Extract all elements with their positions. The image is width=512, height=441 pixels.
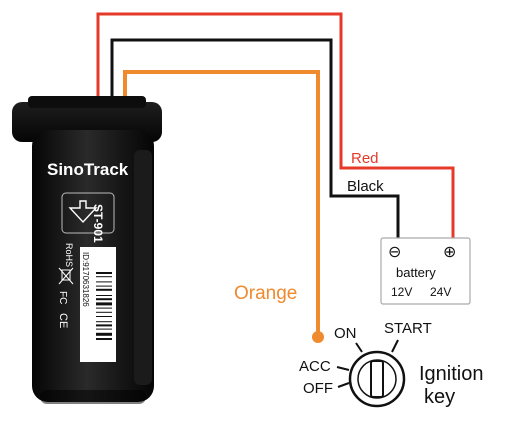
battery-voltage-12v: 12V <box>391 285 412 299</box>
vertical-label-group: ST-901 RoHS FC CE <box>57 204 105 328</box>
battery-negative-terminal: ⊖ <box>388 242 401 261</box>
ignition-key-title-line1: Ignition <box>419 363 484 385</box>
barcode-icon <box>96 272 112 340</box>
orange-wire-terminal <box>312 331 324 343</box>
barcode-stripe <box>96 281 112 283</box>
barcode-stripe <box>96 307 112 309</box>
barcode-stripe <box>96 285 112 287</box>
device-bottom-shadow <box>40 390 146 404</box>
barcode-stripe <box>96 332 112 336</box>
arrow-down-icon <box>68 200 98 224</box>
tick-on <box>355 342 363 353</box>
ignition-start-label: START <box>384 320 432 337</box>
red-wire-label: Red <box>351 150 379 167</box>
device-top-ridge <box>28 96 146 108</box>
battery: ⊖ ⊕ battery 12V 24V <box>380 237 471 305</box>
barcode-stripe <box>96 276 112 278</box>
ignition-off-label: OFF <box>303 380 333 397</box>
barcode-stripe <box>96 316 112 317</box>
tick-off <box>337 382 350 388</box>
battery-label: battery <box>396 265 436 280</box>
orange-wire-label: Orange <box>234 283 297 304</box>
barcode-stripe <box>96 338 112 340</box>
brand-logo: SinoTrack <box>47 160 129 179</box>
ignition-on-label: ON <box>334 325 357 342</box>
barcode-stripe <box>96 295 112 296</box>
tick-start <box>391 339 399 353</box>
ignition-switch: ACC OFF ON START Ignition key <box>299 320 484 408</box>
barcode-sticker: ID:9170631826 <box>80 247 116 362</box>
ce-mark: CE <box>57 313 69 328</box>
barcode-stripe <box>96 298 112 301</box>
key-slot-icon <box>370 360 384 398</box>
ignition-acc-label: ACC <box>299 358 331 375</box>
device-side-ridge <box>134 150 152 385</box>
model-label: ST-901 <box>91 204 105 243</box>
serial-label: ID:9170631826 <box>81 252 90 307</box>
gps-tracker-device: SinoTrack ST-901 RoHS FC CE ID:917063182… <box>12 96 162 404</box>
barcode-stripe <box>96 328 112 330</box>
orange-wire <box>123 70 320 335</box>
barcode-stripe <box>96 311 112 313</box>
battery-body <box>380 237 471 305</box>
barcode-stripe <box>96 324 112 327</box>
black-wire-label: Black <box>347 178 384 195</box>
black-wire <box>110 38 400 240</box>
battery-positive-terminal: ⊕ <box>443 242 456 261</box>
barcode-stripe <box>96 288 112 291</box>
recycle-bin-icon <box>58 267 74 285</box>
red-wire <box>96 12 455 240</box>
fcc-mark: FC <box>57 291 68 304</box>
battery-voltage-24v: 24V <box>430 285 451 299</box>
sticker-outline <box>61 192 115 234</box>
barcode-stripe <box>96 321 112 323</box>
tick-acc <box>336 366 350 371</box>
barcode-stripe <box>96 272 112 274</box>
rohs-mark: RoHS <box>64 243 74 267</box>
ignition-key-title-line2: key <box>424 386 455 408</box>
barcode-stripe <box>96 302 112 306</box>
